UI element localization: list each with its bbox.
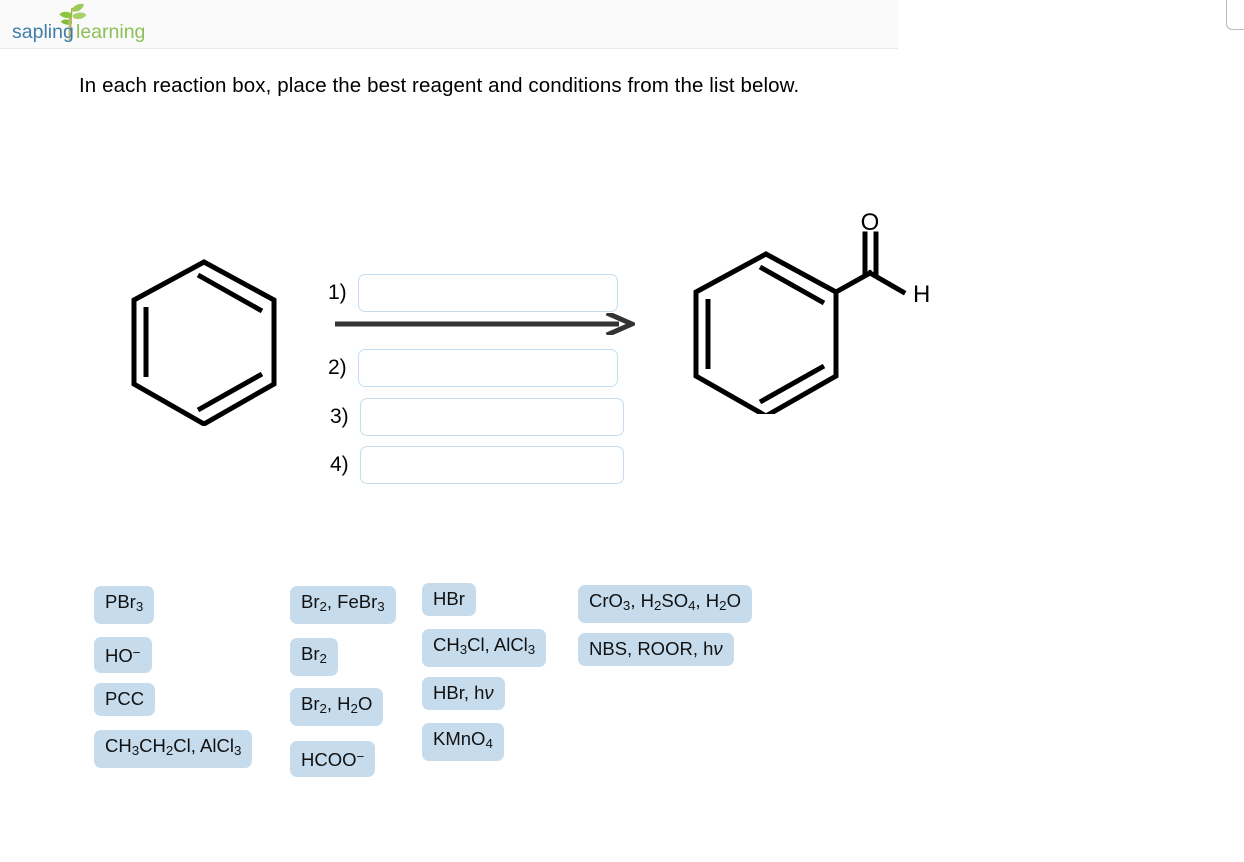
- reagent-tile-cro3-h2so4-h2o[interactable]: CrO3, H2SO4, H2O: [578, 585, 752, 623]
- reaction-step-3: 3): [324, 398, 624, 436]
- reaction-step-2: 2): [322, 349, 618, 387]
- step-number-2: 2): [328, 356, 347, 379]
- reagent-tile-br2-febr3[interactable]: Br2, FeBr3: [290, 586, 396, 624]
- reagent-tile-pcc[interactable]: PCC: [94, 683, 156, 716]
- reagent-dropbox-1[interactable]: [358, 274, 618, 312]
- reaction-step-1: 1): [322, 274, 618, 312]
- logo-divider: [68, 18, 71, 40]
- app-header: sapling learning: [0, 0, 898, 49]
- reagent-tile-hydroxide[interactable]: HO−: [94, 637, 152, 674]
- step-number-4: 4): [330, 453, 349, 476]
- step-number-3: 3): [330, 405, 349, 428]
- instruction-text: In each reaction box, place the best rea…: [79, 74, 800, 97]
- reagent-tile-ch3ch2cl-alcl3[interactable]: CH3CH2Cl, AlCl3: [94, 730, 253, 768]
- corner-panel-artifact: [1226, 0, 1244, 30]
- logo-word-learning: learning: [76, 21, 145, 43]
- reagent-tile-br2-h2o[interactable]: Br2, H2O: [290, 688, 384, 726]
- reagent-tile-pbr3[interactable]: PBr3: [94, 586, 155, 624]
- reagent-dropbox-3[interactable]: [360, 398, 624, 436]
- reagent-tile-hbr-hv[interactable]: HBr, hν: [422, 677, 505, 710]
- reaction-step-4: 4): [324, 446, 624, 484]
- sapling-learning-logo: sapling learning: [10, 2, 170, 48]
- reagent-tile-nbs-roor-hv[interactable]: NBS, ROOR, hν: [578, 633, 734, 666]
- reagent-tile-kmno4[interactable]: KMnO4: [422, 723, 504, 761]
- reagent-tile-hbr[interactable]: HBr: [422, 583, 476, 616]
- step-number-1: 1): [328, 281, 347, 304]
- reagent-tile-br2[interactable]: Br2: [290, 638, 338, 676]
- reagent-dropbox-4[interactable]: [360, 446, 624, 484]
- logo-word-sapling: sapling: [12, 21, 74, 43]
- reagent-tile-formate[interactable]: HCOO−: [290, 741, 376, 778]
- reagent-tile-ch3cl-alcl3[interactable]: CH3Cl, AlCl3: [422, 629, 547, 667]
- reagent-dropbox-2[interactable]: [358, 349, 618, 387]
